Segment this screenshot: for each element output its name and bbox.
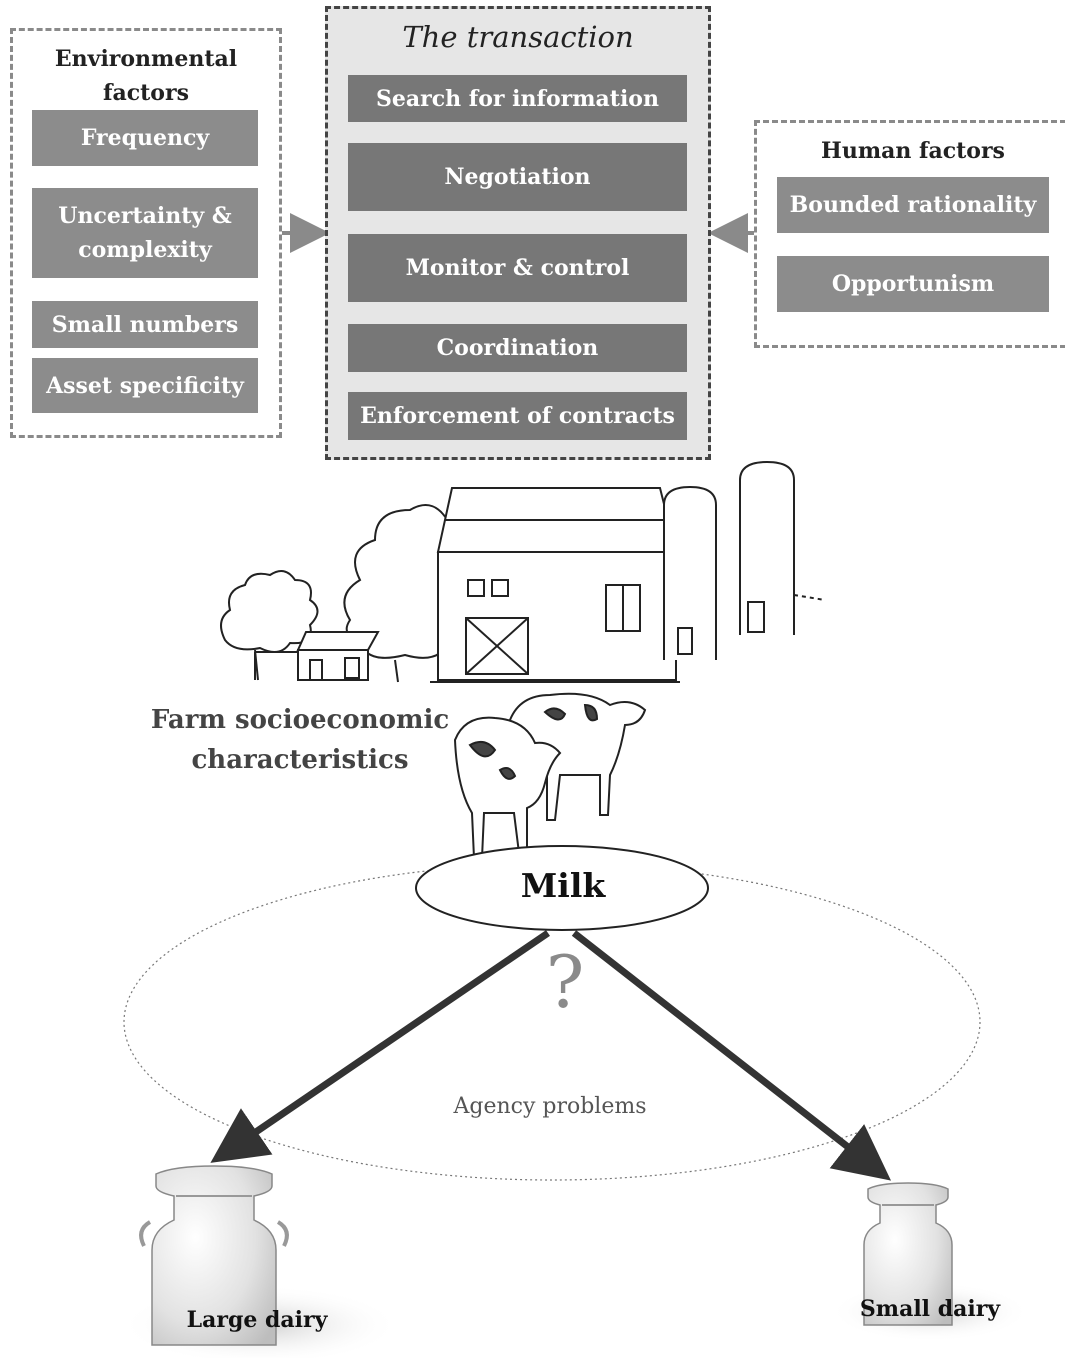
small-dairy-milk-can <box>830 1182 1030 1342</box>
env-factor-asset-specificity: Asset specificity <box>32 358 258 413</box>
cows-illustration <box>453 692 647 859</box>
human-factors-panel <box>754 120 1065 348</box>
transaction-monitor-control: Monitor & control <box>348 234 687 302</box>
environmental-factors-title: Environmental factors <box>54 46 238 106</box>
env-factor-uncertainty: Uncertainty & complexity <box>32 188 258 278</box>
transaction-enforcement: Enforcement of contracts <box>348 392 687 440</box>
arrow-to-small-dairy <box>571 930 892 1181</box>
small-dairy-label: Small dairy <box>859 1296 1001 1322</box>
transaction-title: The transaction <box>402 20 634 54</box>
farm-illustration <box>220 460 826 683</box>
large-dairy-label: Large dairy <box>186 1307 328 1333</box>
env-factor-frequency: Frequency <box>32 110 258 166</box>
arrow-to-large-dairy <box>210 930 550 1163</box>
farm-characteristics-label: Farm socioeconomic characteristics <box>150 705 450 775</box>
question-mark: ? <box>545 940 585 1024</box>
agency-problems-label: Agency problems <box>453 1094 647 1119</box>
transaction-negotiation: Negotiation <box>348 143 687 211</box>
human-factor-opportunism: Opportunism <box>777 256 1049 312</box>
transaction-coordination: Coordination <box>348 324 687 372</box>
large-dairy-milk-can <box>120 1165 400 1358</box>
env-factor-small-numbers: Small numbers <box>32 301 258 348</box>
agency-ellipse <box>123 863 981 1181</box>
human-factor-bounded-rationality: Bounded rationality <box>777 177 1049 233</box>
human-factors-title: Human factors <box>821 138 1005 164</box>
environmental-factors-panel <box>10 28 282 438</box>
milk-ellipse <box>415 845 709 931</box>
transaction-search: Search for information <box>348 75 687 122</box>
milk-label: Milk <box>520 866 606 905</box>
